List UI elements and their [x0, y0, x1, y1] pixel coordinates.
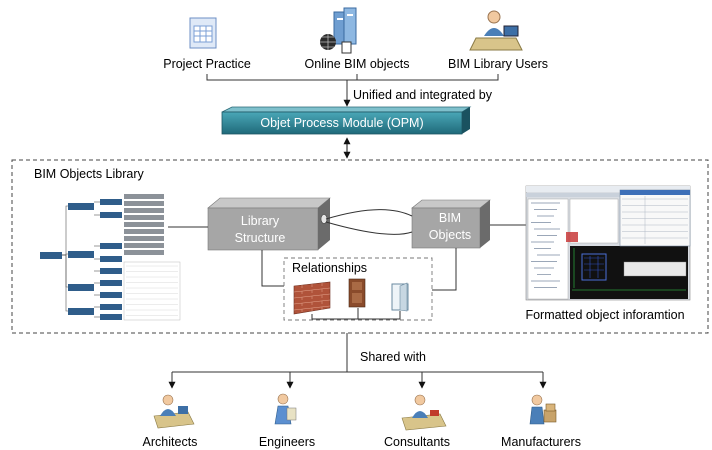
formatted-info-label: Formatted object inforamtion	[525, 308, 684, 322]
source-label-bim-library-users: BIM Library Users	[448, 57, 548, 71]
door-icon	[348, 278, 366, 308]
tree-node	[100, 212, 122, 218]
library-tree-thumbnail	[40, 194, 181, 321]
manufacturer-icon	[529, 394, 557, 425]
tree-node	[100, 256, 122, 262]
sources-connector	[206, 74, 499, 107]
server-globe-icon	[320, 7, 357, 54]
tree-root-node	[40, 252, 62, 259]
tree-node	[100, 243, 122, 249]
shared-label: Shared with	[360, 350, 426, 364]
opm-label: Objet Process Module (OPM)	[260, 116, 423, 130]
spreadsheet-icon	[189, 17, 217, 49]
bim-objects-box	[411, 199, 491, 249]
consultant-icon	[401, 394, 447, 431]
tree-leaf	[124, 208, 164, 213]
tree-branch	[62, 254, 68, 312]
tree-leaf	[124, 222, 164, 227]
tree-leaf	[124, 243, 164, 248]
library-structure-label-line1: Library	[241, 214, 280, 228]
integration-label: Unified and integrated by	[353, 88, 493, 102]
tree-node	[68, 308, 94, 315]
library-structure-box	[207, 197, 331, 251]
relationships-label: Relationships	[292, 261, 367, 275]
brick-wall-icon	[293, 281, 331, 315]
tree-leaf	[124, 229, 164, 234]
relationship-connectors	[311, 308, 401, 320]
library-connectors	[168, 209, 526, 291]
opm-module	[221, 106, 472, 135]
tree-node	[100, 268, 122, 274]
bim-objects-label-line2: Objects	[429, 228, 471, 242]
tree-node	[100, 280, 122, 286]
architect-icon	[153, 394, 195, 429]
tree-branch	[62, 254, 68, 288]
tree-branch	[62, 205, 68, 256]
library-structure-label-line2: Structure	[235, 231, 286, 245]
tree-node	[100, 314, 122, 320]
stakeholder-label-engineers: Engineers	[259, 435, 315, 449]
bim-objects-label-line1: BIM	[439, 211, 461, 225]
tree-leaf	[124, 250, 164, 255]
tree-node	[100, 292, 122, 298]
library-title: BIM Objects Library	[34, 167, 145, 181]
tree-leaf	[124, 215, 164, 220]
tree-node	[68, 284, 94, 291]
tree-leaf	[124, 194, 164, 199]
engineer-icon	[274, 393, 297, 425]
formatted-info-thumbnail	[525, 185, 691, 301]
stakeholder-label-manufacturers: Manufacturers	[501, 435, 581, 449]
window-frame-icon	[391, 282, 409, 312]
tree-leaf	[124, 201, 164, 206]
tree-detail-table	[123, 261, 181, 321]
source-label-project-practice: Project Practice	[163, 57, 251, 71]
tree-node	[68, 251, 94, 258]
stakeholder-connectors	[168, 371, 547, 389]
tree-leaf	[124, 236, 164, 241]
stakeholder-label-architects: Architects	[143, 435, 198, 449]
source-label-online-bim-objects: Online BIM objects	[305, 57, 410, 71]
tree-node	[68, 203, 94, 210]
tree-node	[100, 199, 122, 205]
user-desk-icon	[469, 10, 523, 51]
tree-node	[100, 304, 122, 310]
stakeholder-label-consultants: Consultants	[384, 435, 450, 449]
